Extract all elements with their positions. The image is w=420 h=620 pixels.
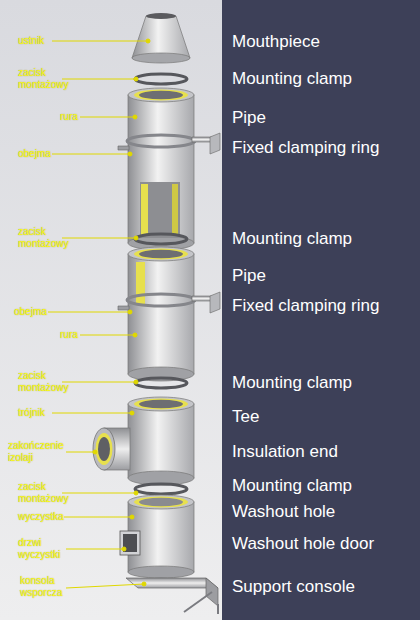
part-name-english: Insulation end: [232, 441, 338, 463]
part-name-english: Tee: [232, 406, 259, 428]
part-name-english: Support console: [232, 576, 355, 598]
part-name-english: Washout hole door: [232, 533, 374, 555]
part-name-polish: zacisk montażowy: [18, 481, 76, 505]
part-name-polish: zacisk montażowy: [18, 226, 76, 250]
part-name-english: Pipe: [232, 265, 266, 287]
part-name-english: Mounting clamp: [232, 68, 352, 90]
leader-lines: [48, 39, 150, 588]
part-name-polish: rura: [60, 111, 100, 123]
part-name-polish: konsola wsporcza: [20, 575, 72, 599]
part-name-polish: rura: [60, 329, 100, 341]
part-name-english: Mounting clamp: [232, 475, 352, 497]
part-name-english: Pipe: [232, 107, 266, 129]
part-name-english: Washout hole: [232, 501, 335, 523]
part-name-polish: zacisk montażowy: [18, 370, 76, 394]
part-name-polish: ustnik: [18, 35, 78, 47]
part-name-polish: zacisk montażowy: [18, 67, 76, 91]
part-name-english: Fixed clamping ring: [232, 295, 379, 317]
part-name-polish: drzwi wyczystki: [18, 537, 70, 561]
part-name-english: Mounting clamp: [232, 372, 352, 394]
part-name-polish: obejma: [18, 148, 68, 160]
part-name-polish: obejma: [14, 306, 64, 318]
part-name-english: Mounting clamp: [232, 228, 352, 250]
part-name-polish: wyczystka: [18, 511, 78, 523]
part-name-polish: zakończenie izolaji: [8, 440, 72, 464]
part-name-english: Mouthpiece: [232, 31, 320, 53]
part-name-polish: trójnik: [18, 407, 68, 419]
part-name-english: Fixed clamping ring: [232, 137, 379, 159]
